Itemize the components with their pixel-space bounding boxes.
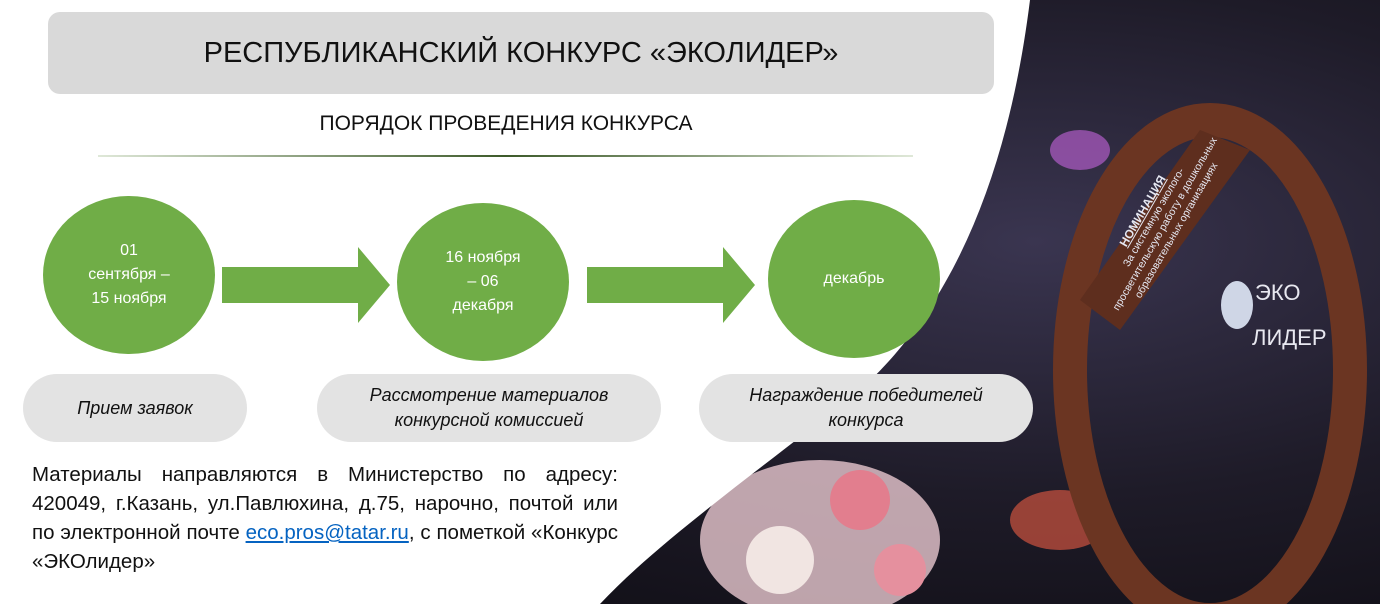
svg-text:ЭКО: ЭКО <box>1255 280 1301 305</box>
page-title: РЕСПУБЛИКАНСКИЙ КОНКУРС «ЭКОЛИДЕР» <box>203 36 839 69</box>
award-ring <box>1053 103 1367 604</box>
stage-3-label: Награждение победителей конкурса <box>699 374 1033 442</box>
stage-1-label: Прием заявок <box>23 374 247 442</box>
info-text: Материалы направляются в Министерство по… <box>32 463 618 544</box>
email-link[interactable]: eco.pros@tatar.ru <box>245 521 409 544</box>
submission-info: Материалы направляются в Министерство по… <box>32 460 618 576</box>
divider <box>98 155 913 157</box>
stage-3-dates: декабрь <box>768 200 940 358</box>
stage-2-label: Рассмотрение материалов конкурсной комис… <box>317 374 661 442</box>
stage-2-dates: 16 ноября – 06 декабря <box>397 203 569 361</box>
svg-text:ЛИДЕР: ЛИДЕР <box>1252 325 1327 350</box>
title-banner: РЕСПУБЛИКАНСКИЙ КОНКУРС «ЭКОЛИДЕР» <box>48 12 994 94</box>
stage-1-dates: 01 сентября – 15 ноября <box>43 196 215 354</box>
arrow-right-icon <box>587 247 755 323</box>
award-logo: ЭКО ЛИДЕР <box>1221 280 1327 350</box>
info-suffix: , с пометкой «Конкурс «ЭКОлидер» <box>32 521 618 573</box>
award-plate <box>1080 130 1250 330</box>
arrow-right-icon <box>222 247 390 323</box>
subtitle: ПОРЯДОК ПРОВЕДЕНИЯ КОНКУРСА <box>319 112 693 135</box>
